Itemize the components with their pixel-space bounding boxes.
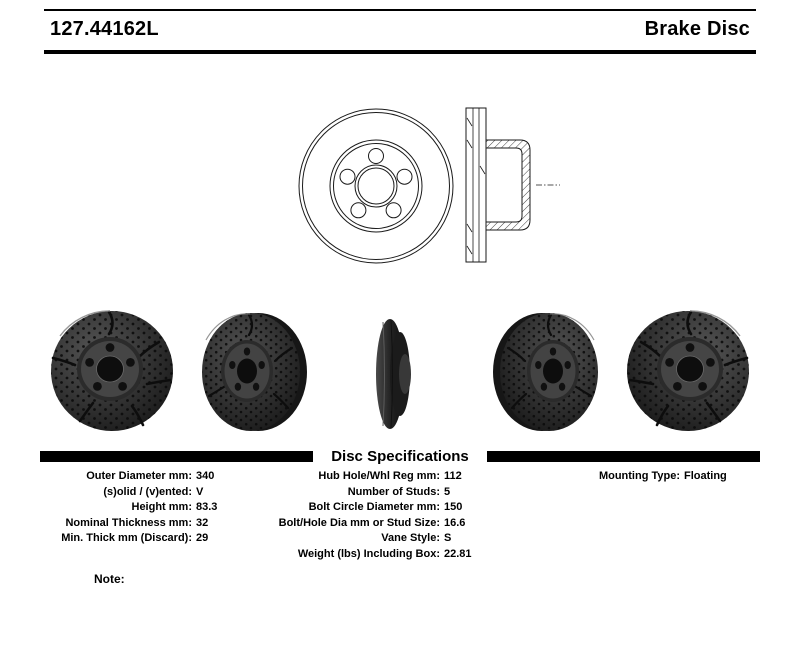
disc-cross-section-drawing — [465, 107, 560, 263]
spec-heading: Disc Specifications — [40, 448, 760, 465]
spec-row-min-thickness: Min. Thick mm (Discard): 29 — [40, 531, 230, 547]
disc-photo-angled-right — [627, 310, 749, 431]
spec-value: 112 — [444, 470, 462, 482]
spec-label: Weight (lbs) Including Box: — [297, 547, 440, 560]
spec-value: S — [444, 532, 452, 544]
header: 127.44162L Brake Disc — [44, 9, 756, 54]
disc-photo-edge-on — [376, 319, 411, 429]
spec-label: Vane Style: — [381, 532, 440, 544]
spec-label: Nominal Thickness mm: — [65, 516, 192, 529]
spec-column-left: Outer Diameter mm: 340 (s)olid / (v)ente… — [40, 469, 230, 547]
spec-label: (s)olid / (v)ented: — [103, 485, 192, 498]
spec-label: Outer Diameter mm: — [86, 470, 192, 482]
disc-front-view-drawing — [298, 108, 454, 264]
spec-value: 83.3 — [196, 501, 218, 513]
spec-label: Bolt Circle Diameter mm: — [308, 501, 440, 513]
spec-value: 340 — [196, 470, 215, 482]
disc-photo-right-profile — [493, 313, 598, 431]
spec-row-vane-style: Vane Style: S — [246, 531, 490, 547]
spec-row-hub-hole: Hub Hole/Whl Reg mm: 112 — [246, 469, 490, 485]
note-label: Note: — [94, 572, 125, 586]
spec-value: 16.6 — [444, 516, 466, 529]
spec-row-nominal-thickness: Nominal Thickness mm: 32 — [40, 516, 230, 532]
spec-row-weight: Weight (lbs) Including Box: 22.81 — [246, 547, 490, 563]
spec-label: Hub Hole/Whl Reg mm: — [318, 470, 440, 482]
spec-label: Bolt/Hole Dia mm or Stud Size: — [278, 516, 440, 529]
spec-value: 32 — [196, 516, 209, 529]
spec-row-bolt-hole-dia: Bolt/Hole Dia mm or Stud Size: 16.6 — [246, 516, 490, 532]
spec-row-solid-vented: (s)olid / (v)ented: V — [40, 485, 230, 501]
product-type-title: Brake Disc — [644, 18, 750, 40]
spec-table: Outer Diameter mm: 340 (s)olid / (v)ente… — [40, 469, 734, 562]
spec-value: 150 — [444, 501, 463, 513]
spec-value: Floating — [684, 470, 727, 482]
spec-column-right: Mounting Type: Floating — [582, 469, 734, 485]
spec-row-number-of-studs: Number of Studs: 5 — [246, 485, 490, 501]
spec-row-outer-diameter: Outer Diameter mm: 340 — [40, 469, 230, 485]
spec-row-bolt-circle-diameter: Bolt Circle Diameter mm: 150 — [246, 500, 490, 516]
heading-rule-right — [486, 451, 760, 462]
spec-heading-title: Disc Specifications — [331, 448, 469, 465]
spec-label: Height mm: — [131, 501, 193, 513]
spec-row-mounting-type: Mounting Type: Floating — [582, 469, 734, 485]
spec-column-middle: Hub Hole/Whl Reg mm: 112 Number of Studs… — [246, 469, 490, 562]
spec-label: Min. Thick mm (Discard): — [61, 532, 192, 544]
heading-rule-left — [40, 451, 314, 462]
spec-value: 29 — [196, 532, 209, 544]
spec-value: 5 — [444, 485, 451, 498]
disc-photo-angled-left — [51, 310, 173, 431]
spec-row-height: Height mm: 83.3 — [40, 500, 230, 516]
spec-value: 22.81 — [444, 547, 472, 560]
spec-value: V — [196, 485, 204, 498]
spec-label: Number of Studs: — [347, 485, 440, 498]
disc-photo-left-profile — [202, 313, 307, 431]
spec-label: Mounting Type: — [598, 470, 680, 482]
part-number: 127.44162L — [50, 18, 159, 40]
